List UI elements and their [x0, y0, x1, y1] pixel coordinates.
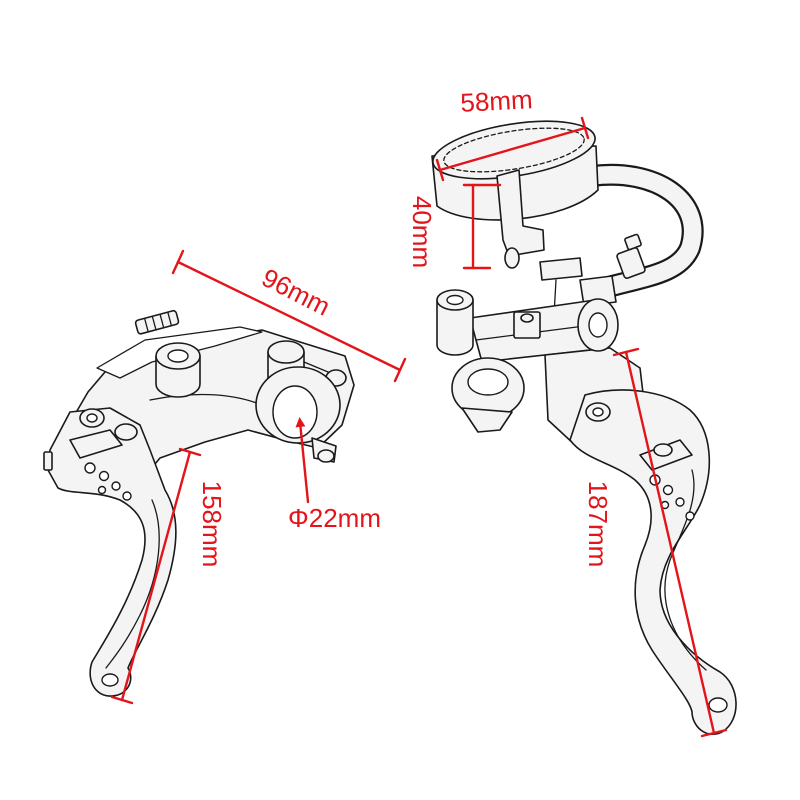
brake-lever-lightening-hole — [675, 497, 685, 507]
cable-adjuster-knurl — [151, 316, 157, 330]
reservoir-cap-embossing — [443, 127, 585, 173]
brake-lever-groove — [664, 469, 707, 671]
brake-lever-length-tick — [612, 347, 640, 357]
reservoir-bracket — [496, 169, 545, 257]
brake-handlebar-clamp — [451, 357, 525, 433]
reservoir-diameter-label: 58mm — [460, 84, 534, 118]
brake-switch-bolt — [520, 313, 534, 323]
cable-adjuster — [134, 309, 180, 335]
brake-lever-tip-hole — [708, 697, 728, 713]
reservoir-height-label: 40mm — [407, 196, 437, 268]
threaded-pivot-boss — [155, 342, 201, 398]
reservoir-diameter-tick — [580, 116, 590, 140]
cable-housing-slot-line — [303, 361, 329, 373]
brake-lever-adjuster-dial — [653, 443, 673, 457]
brake-lever-blade — [569, 389, 737, 735]
handlebar-clamp — [255, 366, 341, 463]
pivot-boss-threaded-hole — [167, 349, 189, 363]
cable-adjuster-knurl — [167, 312, 172, 326]
hose-inlet-fitting — [579, 275, 617, 307]
master-cylinder-end-hole — [588, 312, 608, 338]
brake-hose-body — [583, 166, 702, 295]
clutch-lever-lightening-hole — [122, 491, 132, 501]
clamp-bore — [272, 385, 318, 439]
brake-master-cylinder-assembly — [431, 120, 737, 735]
master-cylinder — [436, 289, 646, 446]
clutch-lever-tab — [43, 451, 53, 471]
brake-hose — [579, 163, 704, 307]
clutch-lever-lightening-hole — [84, 462, 96, 474]
dimension-annotations: 58mm 40mm 96mm 158mm Φ22mm — [110, 84, 728, 738]
cable-adjuster-knurl — [159, 314, 165, 328]
clutch-lever-length-label: 158mm — [197, 481, 227, 568]
reservoir-height-dimension: 40mm — [407, 183, 502, 270]
banjo-fitting-threaded-hole — [446, 294, 464, 306]
perch-width-label: 96mm — [257, 262, 335, 322]
brake-clamp-lower-ear — [461, 407, 513, 433]
perch-width-line — [176, 260, 402, 372]
clutch-lever-lightening-hole — [111, 481, 121, 491]
perch-width-tick — [171, 249, 185, 275]
cable-adjuster-barrel — [134, 309, 180, 335]
perch-width-tick — [393, 357, 407, 383]
cable-adjuster-knurl — [144, 318, 149, 332]
clutch-lever-lightening-hole — [97, 485, 107, 495]
clutch-lever-adjuster — [69, 429, 123, 459]
clamp-diameter-arrow — [295, 417, 310, 504]
reservoir-diameter-line — [438, 126, 587, 172]
clamp-diameter-label: Φ22mm — [288, 503, 381, 533]
clutch-lever-length-line — [120, 450, 192, 702]
reservoir-diameter-tick — [435, 158, 445, 182]
brake-lever-lightening-hole — [685, 511, 695, 521]
brake-lever-length-label: 187mm — [583, 481, 613, 568]
brake-lever-length-tick — [700, 728, 728, 738]
reservoir-mount-tab — [539, 257, 583, 281]
banjo-fitting — [436, 289, 474, 356]
reservoir-bracket-bolt — [504, 247, 520, 269]
brake-lever-pivot-socket — [592, 407, 604, 417]
hose-fitting — [616, 247, 646, 279]
banjo-fitting-body — [436, 299, 474, 356]
brake-lever-length-line — [624, 350, 716, 735]
clamp-bolt-head — [317, 449, 335, 463]
clutch-perch-edge-line — [149, 393, 263, 406]
brake-lever-blade-group — [569, 389, 737, 735]
clutch-lever-tip-hole — [101, 673, 119, 687]
reservoir-diameter-dimension: 58mm — [435, 84, 590, 182]
clutch-lever-length-dimension: 158mm — [110, 447, 227, 705]
brake-clamp-bore — [467, 368, 509, 396]
clutch-lever-adjuster-dial — [114, 423, 138, 441]
cable-housing-top — [267, 340, 305, 364]
clutch-lever-pivot-socket — [86, 413, 98, 423]
clutch-lever-length-tick — [178, 447, 202, 457]
hose-clip — [624, 233, 642, 251]
clutch-lever-groove — [105, 499, 160, 669]
brake-lever-length-dimension: 187mm — [583, 347, 728, 738]
brake-lever-lightening-hole — [662, 484, 674, 496]
clamp-diameter-dimension: Φ22mm — [288, 417, 381, 533]
clutch-lever-lightening-hole — [98, 470, 110, 482]
clutch-lever-length-tick — [110, 695, 134, 705]
